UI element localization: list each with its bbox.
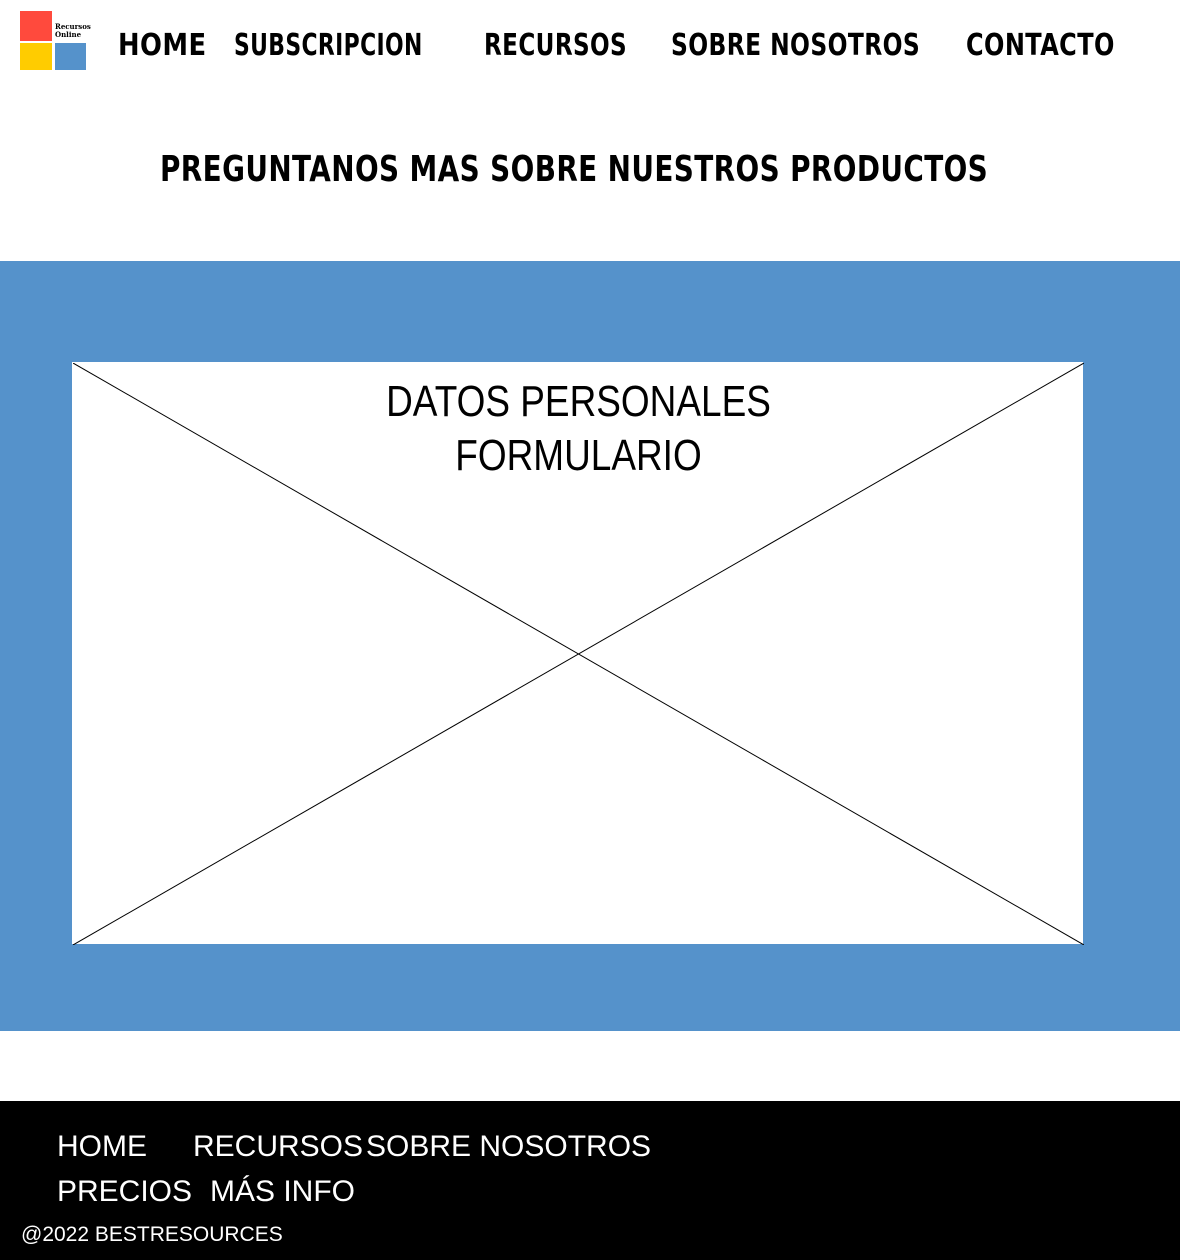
top-navigation: HOME SUBSCRIPCION RECURSOS SOBRE NOSOTRO… — [0, 26, 1180, 66]
logo-blue-square — [55, 43, 86, 70]
footer-precios-link[interactable]: PRECIOS — [57, 1175, 193, 1208]
nav-contacto-link[interactable]: CONTACTO — [966, 28, 1115, 63]
nav-home-link[interactable]: HOME — [118, 28, 207, 63]
footer-mas-info-link[interactable]: MÁS INFO — [210, 1175, 356, 1208]
logo[interactable]: Recursos Online — [20, 11, 91, 70]
logo-red-square — [20, 11, 52, 41]
logo-brand-text: Recursos Online — [55, 22, 91, 39]
page-title: PREGUNTANOS MAS SOBRE NUESTROS PRODUCTOS — [160, 149, 989, 190]
footer-home-link[interactable]: HOME — [57, 1130, 147, 1163]
footer-recursos-link[interactable]: RECURSOS — [193, 1130, 364, 1163]
footer-sobre-nosotros-link[interactable]: SOBRE NOSOTROS — [366, 1130, 652, 1163]
logo-yellow-square — [20, 43, 52, 70]
footer-copyright: @2022 BESTRESOURCES — [21, 1223, 283, 1246]
placeholder-cross-icon — [73, 363, 1084, 945]
nav-recursos-link[interactable]: RECURSOS — [484, 28, 628, 63]
form-placeholder-title: DATOS PERSONALES FORMULARIO — [73, 375, 1084, 483]
form-placeholder-line2: FORMULARIO — [455, 431, 702, 480]
nav-subscripcion-link[interactable]: SUBSCRIPCION — [234, 28, 423, 63]
nav-sobre-nosotros-link[interactable]: SOBRE NOSOTROS — [671, 28, 921, 63]
footer: HOME RECURSOS SOBRE NOSOTROS PRECIOS MÁS… — [0, 1101, 1180, 1260]
form-placeholder-line1: DATOS PERSONALES — [386, 377, 771, 426]
form-placeholder: DATOS PERSONALES FORMULARIO — [72, 362, 1084, 945]
